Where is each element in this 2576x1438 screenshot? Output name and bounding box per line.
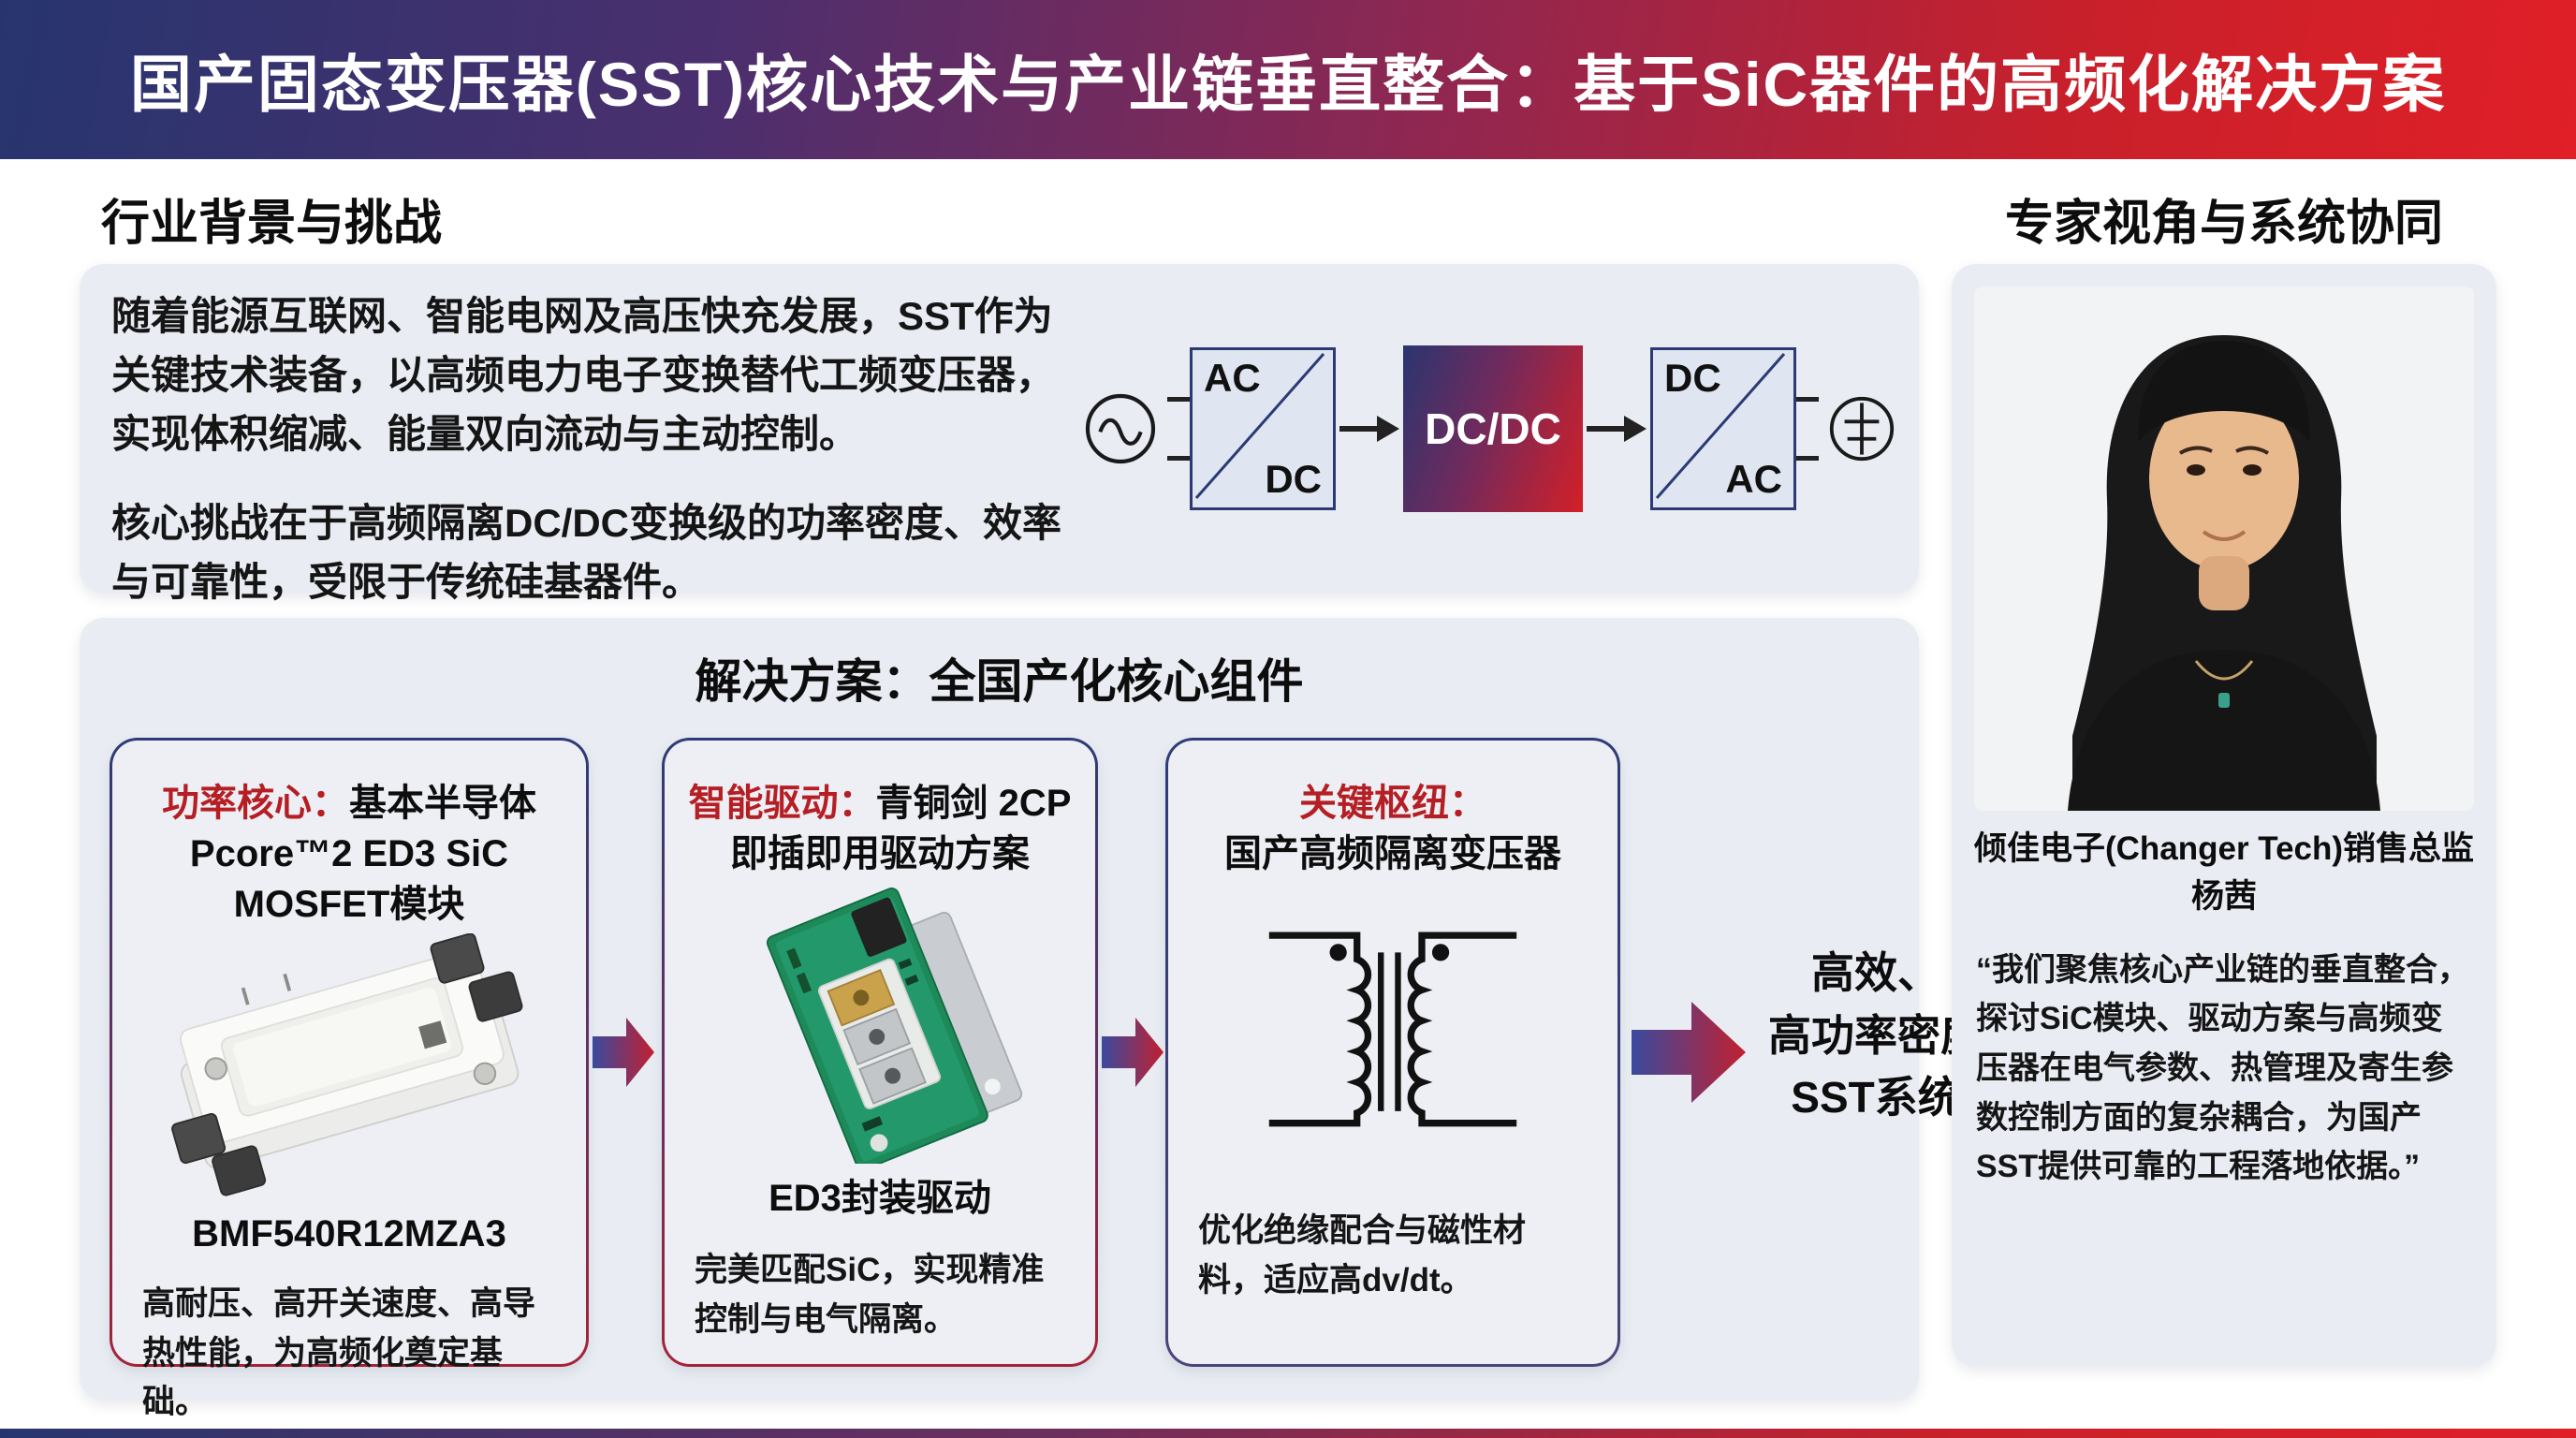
dcac-label-top: DC (1664, 356, 1721, 400)
result-arrow-icon (1632, 1002, 1746, 1103)
card-title: 功率核心：基本半导体 Pcore™2 ED3 SiC MOSFET模块 (133, 778, 565, 930)
header-banner: 国产固态变压器(SST)核心技术与产业链垂直整合：基于SiC器件的高频化解决方案 (0, 0, 2576, 159)
expert-quote: “我们聚焦核心产业链的垂直整合，探讨SiC模块、驱动方案与高频变压器在电气参数、… (1976, 951, 2469, 1185)
background-section-heading: 行业背景与挑战 (101, 197, 443, 251)
background-text: 随着能源互联网、智能电网及高压快充发展，SST作为关键技术装备，以高频电力电子变… (111, 286, 1066, 611)
result-line2: 高功率密度 (1768, 1010, 1983, 1060)
card-title: 关键枢纽： 国产高频隔离变压器 (1224, 778, 1561, 879)
card-title-line2: Pcore™2 ED3 SiC MOSFET模块 (189, 833, 509, 925)
transformer-symbol (1248, 883, 1538, 1164)
expert-text-block: 倾佳电子(Changer Tech)销售总监 杨茜 “我们聚焦核心产业链的垂直整… (1952, 826, 2496, 1192)
wire (1796, 397, 1819, 461)
dcdc-stage-box: DC/DC (1403, 345, 1583, 512)
footer-gradient-strip (0, 1429, 2576, 1438)
card-tag: 智能驱动： (688, 783, 876, 824)
component-card-transformer: 关键枢纽： 国产高频隔离变压器 优化绝缘配合与磁性材料，适应高dv/dt。 (1165, 738, 1620, 1367)
card-title-line2: 即插即用驱动方案 (730, 833, 1030, 874)
card-desc: 完美匹配SiC，实现精准控制与电气隔离。 (695, 1252, 1045, 1338)
card-title-rest: 基本半导体 (349, 783, 536, 824)
background-paragraph-2: 核心挑战在于高频隔离DC/DC变换级的功率密度、效率与可靠性，受限于传统硅基器件… (111, 501, 1061, 604)
component-card-inner: 功率核心：基本半导体 Pcore™2 ED3 SiC MOSFET模块 (112, 741, 586, 1420)
solution-card: 解决方案：全国产化核心组件 功率核心：基本半导体 Pcore™2 ED3 SiC… (80, 618, 1983, 1420)
driver-pcb-photo (721, 883, 1039, 1164)
expert-section-heading: 专家视角与系统协同 (2004, 197, 2443, 251)
component-card-driver: 智能驱动：青铜剑 2CP 即插即用驱动方案 (662, 738, 1098, 1367)
card-title-rest: 青铜剑 2CP (875, 783, 1072, 824)
card-title-line2: 国产高频隔离变压器 (1224, 833, 1561, 874)
dc-load-icon (1829, 396, 1895, 462)
dcac-label-bottom: AC (1725, 457, 1782, 501)
ac-source-icon (1085, 393, 1156, 464)
card-title: 智能驱动：青铜剑 2CP 即插即用驱动方案 (689, 778, 1072, 879)
page-title: 国产固态变压器(SST)核心技术与产业链垂直整合：基于SiC器件的高频化解决方案 (129, 50, 2447, 119)
acdc-label-top: AC (1204, 356, 1261, 400)
card-desc: 优化绝缘配合与磁性材料，适应高dv/dt。 (1198, 1212, 1527, 1299)
converter-box-acdc: AC DC (1190, 347, 1336, 510)
flow-arrow-icon (1339, 416, 1399, 442)
component-card-inner: 关键枢纽： 国产高频隔离变压器 优化绝缘配合与磁性材料，适应高dv/dt。 (1168, 741, 1617, 1364)
component-card-inner: 智能驱动：青铜剑 2CP 即插即用驱动方案 (665, 741, 1095, 1364)
expert-name: 杨茜 (2190, 877, 2257, 915)
card-tag: 功率核心： (162, 783, 349, 824)
expert-photo (1974, 286, 2474, 811)
converter-box-dcac: DC AC (1650, 347, 1796, 510)
background-paragraph-1: 随着能源互联网、智能电网及高压快充发展，SST作为关键技术装备，以高频电力电子变… (111, 294, 1056, 456)
acdc-label-bottom: DC (1265, 457, 1322, 501)
expert-card: 倾佳电子(Changer Tech)销售总监 杨茜 “我们聚焦核心产业链的垂直整… (1952, 264, 2496, 1367)
result-text: 高效、 高功率密度 SST系统 (1753, 942, 1998, 1129)
expert-role: 倾佳电子(Changer Tech)销售总监 (1973, 830, 2475, 867)
sic-module-photo (139, 933, 560, 1210)
flow-arrow-icon (1587, 416, 1647, 442)
card-tag: 关键枢纽： (1299, 783, 1486, 824)
result-line3: SST系统 (1791, 1073, 1961, 1123)
gradient-arrow-icon (593, 1018, 654, 1087)
sst-block-diagram: AC DC DC/DC DC AC (1074, 264, 1916, 594)
result-line1: 高效、 (1811, 948, 1940, 997)
background-card: 随着能源互联网、智能电网及高压快充发展，SST作为关键技术装备，以高频电力电子变… (80, 264, 1919, 604)
component-card-power-module: 功率核心：基本半导体 Pcore™2 ED3 SiC MOSFET模块 (110, 738, 589, 1420)
wire (1167, 397, 1190, 461)
card-subtitle: ED3封装驱动 (768, 1178, 991, 1219)
card-subtitle: BMF540R12MZA3 (192, 1213, 506, 1255)
solution-heading: 解决方案：全国产化核心组件 (695, 655, 1304, 708)
gradient-arrow-icon (1102, 1018, 1164, 1087)
card-desc: 高耐压、高开关速度、高导热性能，为高频化奠定基础。 (142, 1285, 536, 1420)
